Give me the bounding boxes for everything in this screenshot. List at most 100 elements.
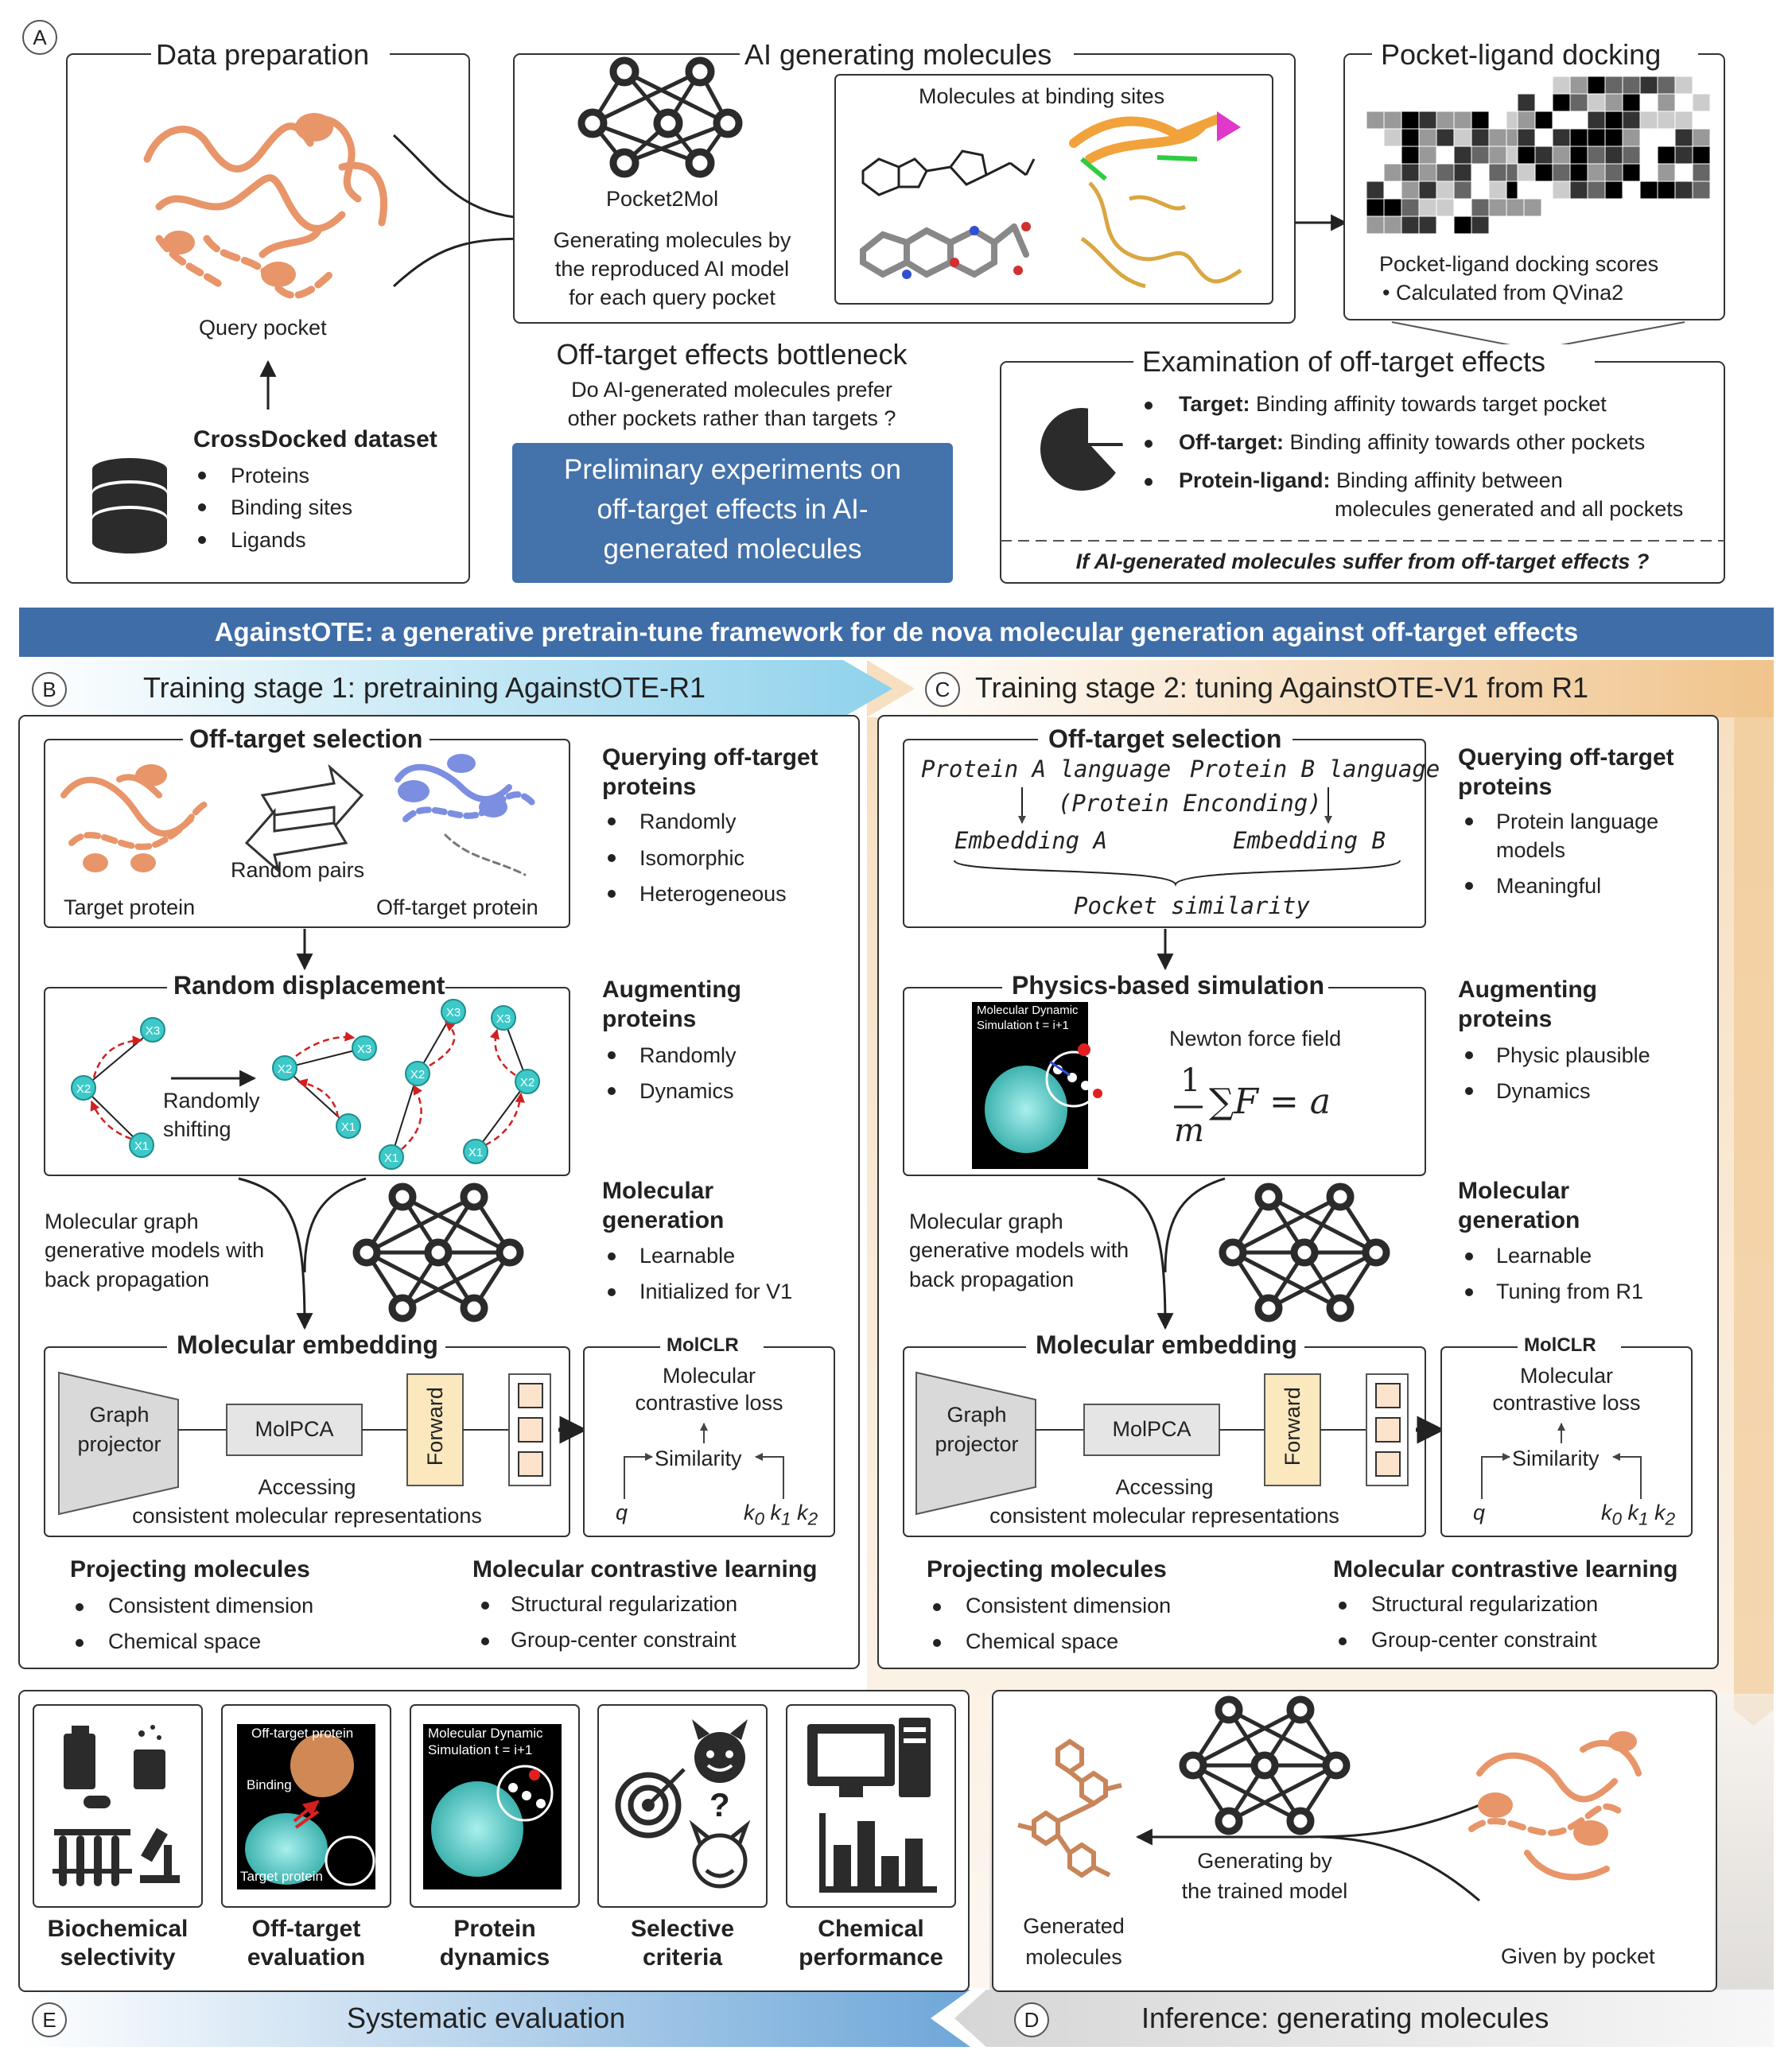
heatmap-cell	[1657, 146, 1676, 165]
c-offsel-box	[903, 739, 1426, 928]
heatmap-cell	[1436, 146, 1455, 165]
nn-edge	[365, 1194, 476, 1255]
heatmap-cell	[1541, 216, 1560, 235]
heatmap-cell	[1639, 146, 1658, 165]
displacement-node	[272, 1055, 297, 1081]
displacement-node-label: X1	[134, 1140, 149, 1153]
nn-node	[1322, 1751, 1351, 1780]
given-pocket-protein	[1468, 1739, 1642, 1881]
nn-edge	[1267, 1250, 1378, 1311]
heatmap-cell	[1418, 128, 1437, 147]
c-molpca-box	[1083, 1404, 1220, 1456]
heatmap-cell	[1604, 76, 1623, 95]
displacement-arrow	[489, 1028, 516, 1077]
nn-node	[496, 1238, 524, 1267]
nn-node	[1254, 1183, 1283, 1211]
heatmap-cell	[1674, 146, 1693, 165]
heatmap-cell	[1587, 111, 1606, 130]
heatmap-cell	[1541, 198, 1560, 217]
nn-node	[1254, 1294, 1283, 1322]
displacement-node-label: X3	[146, 1024, 160, 1038]
heatmap-cell	[1534, 76, 1553, 95]
heatmap-cell	[1517, 181, 1536, 200]
displacement-node-label: X2	[520, 1076, 534, 1089]
heatmap-cell	[1453, 128, 1472, 147]
heatmap-cell	[1366, 198, 1385, 217]
computer-icon	[807, 1718, 937, 1893]
nn-node	[1326, 1294, 1355, 1322]
heatmap-cell	[1692, 76, 1711, 95]
heatmap-cell	[1471, 128, 1490, 147]
heatmap-cell	[1517, 146, 1536, 165]
heatmap-cell	[1657, 163, 1676, 182]
heatmap-cell	[1639, 181, 1658, 200]
heatmap-cell	[1552, 163, 1571, 182]
heatmap-cell	[1383, 146, 1402, 165]
heatmap-cell	[1674, 93, 1693, 112]
nn-node	[1250, 1751, 1279, 1780]
heatmap-cell	[1604, 146, 1623, 165]
heatmap-cell	[1639, 163, 1658, 182]
nn-node	[460, 1183, 488, 1211]
displacement-node	[515, 1069, 540, 1094]
heatmap-cell	[1418, 163, 1437, 182]
heatmap-cell	[1622, 111, 1641, 130]
heatmap-cell	[1383, 216, 1402, 235]
heatmap-cell	[1534, 146, 1553, 165]
heatmap-cell	[1517, 76, 1536, 95]
heatmap-cell	[1622, 93, 1641, 112]
heatmap-cell	[1436, 181, 1455, 200]
nn-edge	[1191, 1707, 1302, 1768]
heatmap-cell	[1569, 93, 1588, 112]
devil-icon	[692, 1719, 748, 1783]
panel-e	[18, 1690, 970, 1992]
heatmap-cell	[1552, 76, 1571, 95]
panel-d	[992, 1690, 1717, 1992]
heatmap-cell	[1488, 198, 1507, 217]
heatmap-cell	[1622, 76, 1641, 95]
displacement-edge	[83, 1087, 142, 1146]
heatmap-cell	[1622, 146, 1641, 165]
heatmap-cell	[1418, 146, 1437, 165]
heatmap-cell	[1488, 146, 1507, 165]
displacement-arrow	[429, 1021, 456, 1067]
heatmap-cell	[1418, 181, 1437, 200]
heatmap-cell	[1453, 216, 1472, 235]
heatmap-cell	[1436, 128, 1455, 147]
heatmap-cell	[1622, 128, 1641, 147]
heatmap-cell	[1569, 163, 1588, 182]
molecule-structure	[861, 150, 1036, 196]
displacement-node	[405, 1061, 430, 1086]
nn-node	[388, 1294, 417, 1322]
displacement-node-label: X1	[468, 1146, 483, 1159]
heatmap-cell	[1639, 128, 1658, 147]
heatmap-cell	[1471, 146, 1490, 165]
heatmap-cell	[1453, 198, 1472, 217]
heatmap-cell	[1506, 216, 1525, 235]
nn-node	[1286, 1807, 1315, 1835]
heatmap-cell	[1657, 128, 1676, 147]
b-molclr-box	[583, 1346, 835, 1537]
nn-node	[1362, 1238, 1390, 1267]
heatmap-cell	[1569, 181, 1588, 200]
heatmap-cell	[1517, 128, 1536, 147]
heatmap-cell	[1569, 76, 1588, 95]
c-forward-box	[1264, 1373, 1321, 1486]
stage-e-band	[19, 1990, 970, 2047]
heatmap-cell	[1401, 146, 1420, 165]
heatmap-cell	[1401, 128, 1420, 147]
heatmap-cell	[1569, 111, 1588, 130]
heatmap-cell	[1401, 216, 1420, 235]
heatmap-cell	[1674, 111, 1693, 130]
generated-molecules-icon	[1017, 1738, 1122, 1878]
target-icon	[615, 1772, 682, 1839]
nn-node	[1326, 1183, 1355, 1211]
heatmap-cell	[1366, 146, 1385, 165]
heatmap-cell	[1639, 111, 1658, 130]
heatmap-cell	[1692, 111, 1711, 130]
displacement-edge	[284, 1047, 365, 1069]
heatmap-cell	[1471, 111, 1490, 130]
displacement-node-label: X3	[496, 1012, 511, 1026]
